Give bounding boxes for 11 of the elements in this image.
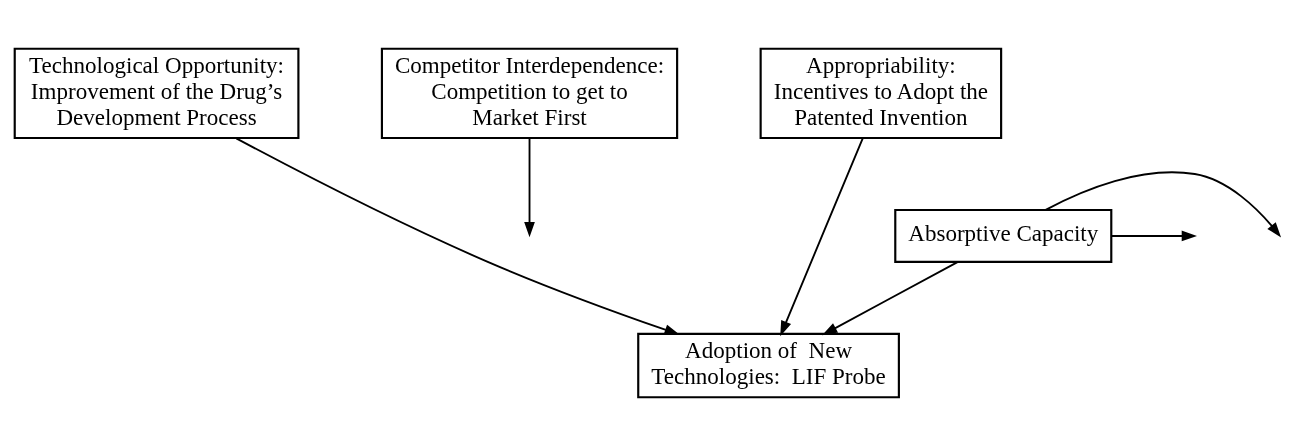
arrow	[822, 260, 959, 335]
arrow	[235, 136, 680, 335]
node-box: Absorptive Capacity	[894, 208, 1113, 263]
arrow	[780, 136, 864, 336]
arrow	[1044, 170, 1282, 238]
node-box: Competitor Interdependence: Competition to get to Market First	[380, 47, 679, 139]
node-box: Appropriability: Incentives to Adopt the Patented Invention	[759, 47, 1003, 139]
arrow	[1110, 230, 1197, 241]
node-box: Adoption of New Technologies: LIF Probe	[637, 332, 900, 398]
node-box: Technological Opportunity: Improvement of the Drug’s Development Process	[13, 47, 300, 139]
arrow	[524, 136, 535, 237]
